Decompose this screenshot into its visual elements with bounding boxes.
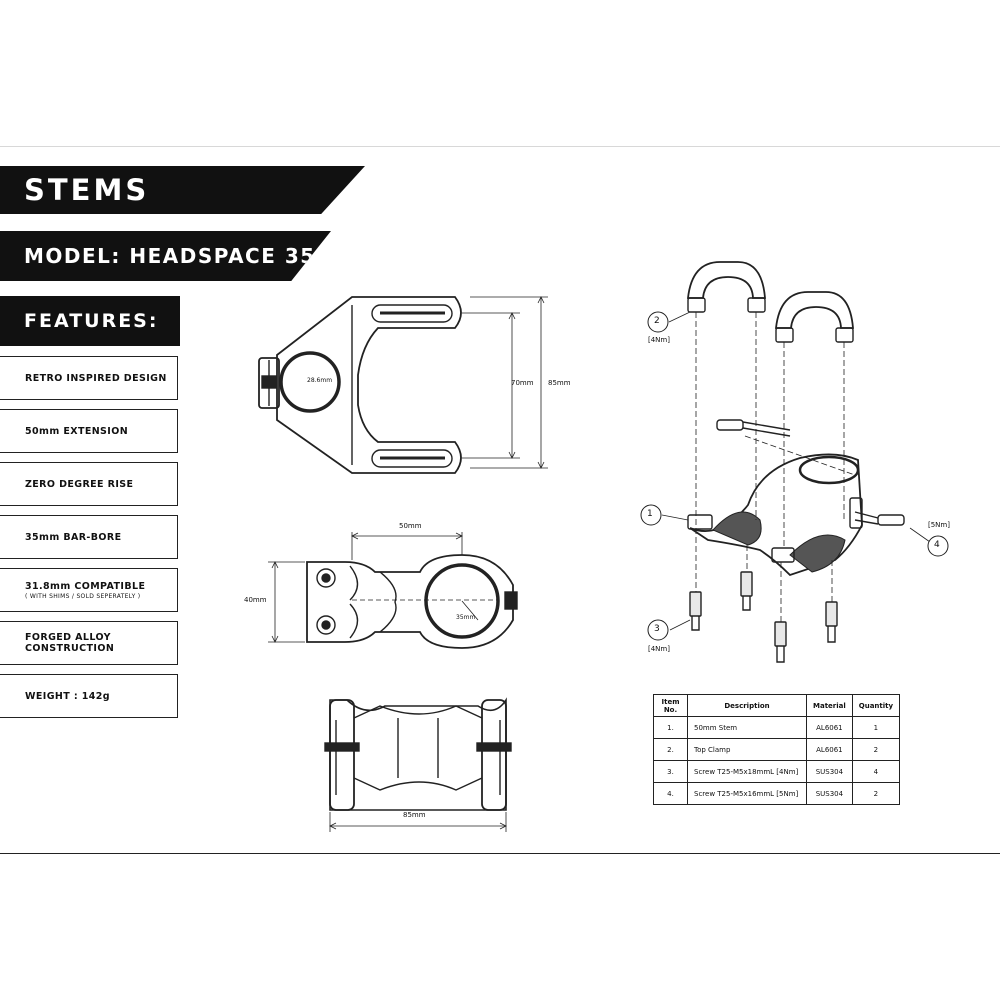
table-cell: 3. xyxy=(653,760,688,783)
feature-label: 50mm EXTENSION xyxy=(25,425,129,437)
feature-sublabel: ( WITH SHIMS / SOLD SEPERATELY ) xyxy=(25,592,141,600)
dim-extension: 50mm xyxy=(399,522,422,530)
feature-item: ZERO DEGREE RISE xyxy=(0,462,178,506)
features-heading: FEATURES: xyxy=(24,310,159,332)
callout-4: 4 xyxy=(934,540,940,550)
page-title: STEMS xyxy=(24,173,150,207)
feature-item: 50mm EXTENSION xyxy=(0,409,178,453)
top-divider xyxy=(0,146,1000,147)
dim-steerer-bore: 28.6mm xyxy=(307,377,333,384)
exploded-view xyxy=(686,261,905,663)
dim-bar-bore: 35mm xyxy=(456,614,476,621)
table-cell: SUS304 xyxy=(806,782,853,805)
dimension-lines-top xyxy=(462,296,548,469)
callout-1: 1 xyxy=(647,509,653,519)
dim-overall-depth: 85mm xyxy=(548,379,571,387)
feature-item: WEIGHT : 142g xyxy=(0,674,178,718)
table-cell: 4 xyxy=(851,760,901,783)
title-banner: STEMS xyxy=(0,166,365,214)
table-header-cell: Quantity xyxy=(851,694,901,717)
parts-table: Item No. Description Material Quantity 1… xyxy=(653,694,901,805)
table-cell: 2. xyxy=(653,738,688,761)
feature-label: RETRO INSPIRED DESIGN xyxy=(25,372,167,384)
table-cell: 1 xyxy=(851,716,901,739)
model-banner: MODEL: HEADSPACE 35 xyxy=(0,231,331,281)
feature-label: WEIGHT : 142g xyxy=(25,690,110,702)
table-header-cell: Material xyxy=(806,694,853,717)
callout-2: 2 xyxy=(654,316,660,326)
table-header-cell: Item No. xyxy=(653,694,688,717)
table-row: 1. 50mm Stem AL6061 1 xyxy=(653,716,901,739)
table-cell: SUS304 xyxy=(806,760,853,783)
callout-circles xyxy=(640,311,949,641)
dim-bolt-spacing: 70mm xyxy=(511,379,534,387)
feature-item: 31.8mm COMPATIBLE( WITH SHIMS / SOLD SEP… xyxy=(0,568,178,612)
table-row: 3. Screw T25-M5x18mmL [4Nm] SUS304 4 xyxy=(653,760,901,783)
torque-label-2: [4Nm] xyxy=(648,336,670,344)
exploded-view-centerlines xyxy=(695,312,856,622)
dim-height: 40mm xyxy=(244,596,267,604)
table-cell: 2 xyxy=(851,782,901,805)
dimension-lines-side xyxy=(268,532,498,643)
feature-item: 35mm BAR-BORE xyxy=(0,515,178,559)
table-header-row: Item No. Description Material Quantity xyxy=(653,694,901,717)
dim-width: 85mm xyxy=(403,811,426,819)
table-cell: 1. xyxy=(653,716,688,739)
stem-front-view xyxy=(324,697,512,811)
table-cell: Screw T25-M5x18mmL [4Nm] xyxy=(687,760,807,783)
feature-item: FORGED ALLOY CONSTRUCTION xyxy=(0,621,178,665)
bottom-divider xyxy=(0,853,1000,854)
stem-top-view xyxy=(258,296,462,474)
torque-label-4: [5Nm] xyxy=(928,521,950,529)
table-cell: AL6061 xyxy=(806,738,853,761)
feature-item: RETRO INSPIRED DESIGN xyxy=(0,356,178,400)
table-header-cell: Description xyxy=(687,694,807,717)
callout-3: 3 xyxy=(654,624,660,634)
feature-label: 31.8mm COMPATIBLE xyxy=(25,580,146,592)
table-cell: Screw T25-M5x16mmL [5Nm] xyxy=(687,782,807,805)
table-cell: 50mm Stem xyxy=(687,716,807,739)
torque-label-3: [4Nm] xyxy=(648,645,670,653)
table-cell: AL6061 xyxy=(806,716,853,739)
features-banner: FEATURES: xyxy=(0,296,180,346)
feature-label: FORGED ALLOY CONSTRUCTION xyxy=(25,632,115,654)
table-cell: 2 xyxy=(851,738,901,761)
table-cell: Top Clamp xyxy=(687,738,807,761)
table-row: 4. Screw T25-M5x16mmL [5Nm] SUS304 2 xyxy=(653,782,901,805)
table-cell: 4. xyxy=(653,782,688,805)
stem-side-view xyxy=(306,554,518,649)
dimension-lines-front xyxy=(329,812,507,832)
feature-label: ZERO DEGREE RISE xyxy=(25,478,134,490)
feature-label: 35mm BAR-BORE xyxy=(25,531,122,543)
table-row: 2. Top Clamp AL6061 2 xyxy=(653,738,901,761)
model-name: MODEL: HEADSPACE 35 xyxy=(24,244,316,268)
callout-leaders xyxy=(661,311,931,631)
